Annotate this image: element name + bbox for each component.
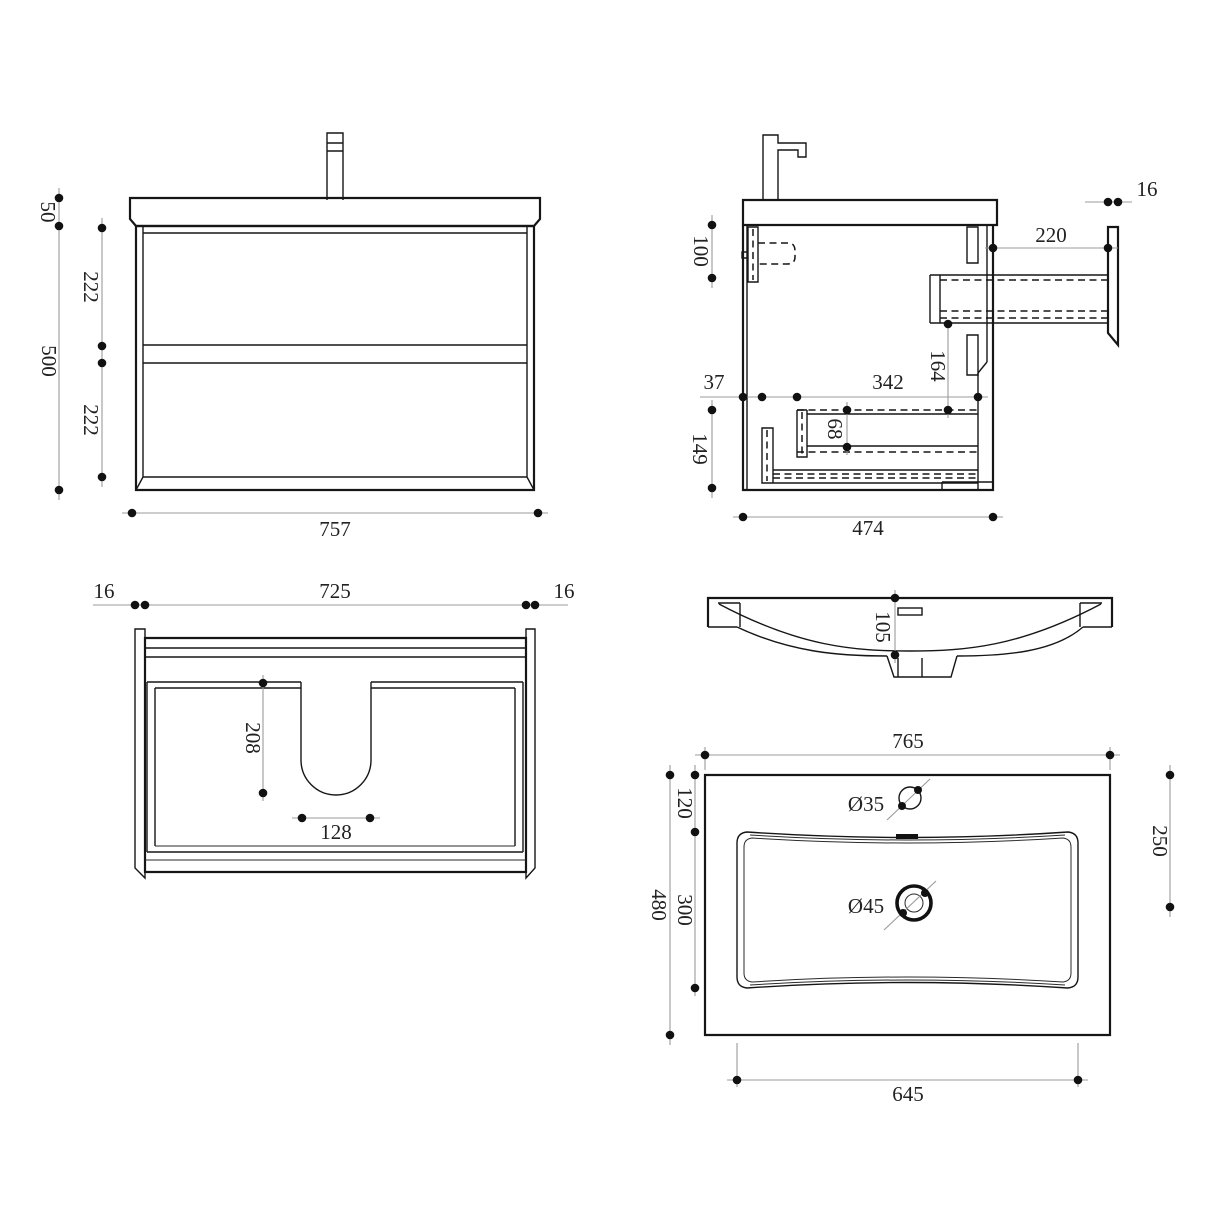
side-view: 100 149 37 342 164 68 220 16 474 [688, 134, 1158, 540]
bottom-panel-hidden [766, 430, 978, 481]
dim-side-wall-gap: 37 [704, 370, 725, 394]
overflow-slot-plan [896, 834, 918, 839]
drain-hole-inner [904, 893, 924, 913]
dim-top-right-panel: 16 [554, 579, 575, 603]
side-dim-dots [707, 197, 1123, 522]
drawer-slide-strip [977, 361, 988, 489]
cabinet-front-frame [135, 226, 535, 491]
dim-front-width: 757 [319, 517, 351, 541]
basin-profile-view: 105 [706, 590, 1114, 678]
dim-plan-depth: 480 [647, 889, 671, 921]
dim-plan-drain-hole: Ø45 [848, 894, 884, 918]
dim-front-bottom-drawer: 222 [79, 404, 103, 436]
faucet-front [326, 132, 344, 200]
front-dim-dots [54, 193, 543, 518]
dim-top-cutout-width: 128 [320, 820, 352, 844]
dim-plan-bowl-width: 645 [892, 1082, 924, 1106]
top-back-edges [145, 647, 526, 658]
dim-plan-width: 765 [892, 729, 924, 753]
top-view-outline [143, 636, 528, 874]
u-cutout [300, 682, 372, 796]
dim-side-rail-drop: 164 [926, 350, 950, 382]
basin-bowl-inner-line [743, 837, 1072, 983]
cabinet-front-outline [134, 224, 536, 492]
dim-side-bottom-clearance: 149 [688, 433, 712, 465]
dim-front-top-drawer: 222 [79, 271, 103, 303]
dim-profile-bowl-depth: 105 [871, 611, 895, 643]
dim-side-depth: 474 [852, 516, 884, 540]
upper-rail-hidden [940, 279, 1108, 319]
siphon-clip-hidden [752, 229, 796, 280]
upper-rail [929, 274, 1108, 324]
drain-hole-leader [883, 880, 937, 931]
top-front-edges [145, 845, 526, 861]
plan-dim-dots [665, 750, 1175, 1085]
dim-top-left-panel: 16 [94, 579, 115, 603]
basin-plan-view: 765 120 300 480 250 645 Ø35 Ø45 [647, 729, 1175, 1106]
top-dim-dots [130, 600, 540, 823]
basin-profile-bowl-curves [718, 603, 1102, 657]
cabinet-side-walls [746, 225, 993, 490]
dim-side-tap-drop: 100 [689, 235, 713, 267]
faucet-side [762, 134, 807, 200]
dim-top-cutout-depth: 208 [241, 722, 265, 754]
dim-plan-bowl-length: 300 [673, 894, 697, 926]
basin-profile-outline [706, 596, 1114, 627]
front-dimension-lines [58, 188, 548, 514]
dim-side-drawer-depth: 342 [872, 370, 904, 394]
counter-front [128, 196, 542, 228]
overflow-slot-profile [897, 607, 923, 616]
top-view: 16 725 16 208 128 [93, 579, 575, 880]
counter-side [741, 198, 999, 227]
dim-top-inner-width: 725 [319, 579, 351, 603]
basin-bowl-outline [736, 831, 1079, 989]
top-drawer-box [146, 681, 524, 853]
wall-bracket-plate [1106, 225, 1120, 349]
dim-side-rail-gap: 68 [823, 419, 847, 440]
bottom-panel [761, 427, 978, 484]
front-view: 50 500 222 222 757 [36, 132, 548, 541]
tap-hole-circle [898, 786, 922, 810]
tap-hole-leader [886, 778, 931, 821]
basin-bowl-rim-arcs [749, 834, 1066, 986]
dim-side-bracket-reach: 220 [1035, 223, 1067, 247]
dim-plan-deck: 120 [673, 787, 697, 819]
profile-dim-dots [890, 593, 900, 660]
cabinet-side-outline [741, 225, 995, 492]
dim-front-counter-height: 50 [36, 202, 60, 223]
top-dimension-lines [93, 604, 568, 819]
mount-clips [741, 226, 979, 376]
dim-plan-tap-hole: Ø35 [848, 792, 884, 816]
drain-hole-ring [895, 884, 933, 922]
dim-front-height: 500 [37, 345, 61, 377]
basin-plan-outline [703, 773, 1112, 1037]
dim-side-panel-thickness: 16 [1137, 177, 1158, 201]
basin-profile-drain [886, 655, 958, 678]
dim-plan-drain-offset: 250 [1148, 825, 1172, 857]
